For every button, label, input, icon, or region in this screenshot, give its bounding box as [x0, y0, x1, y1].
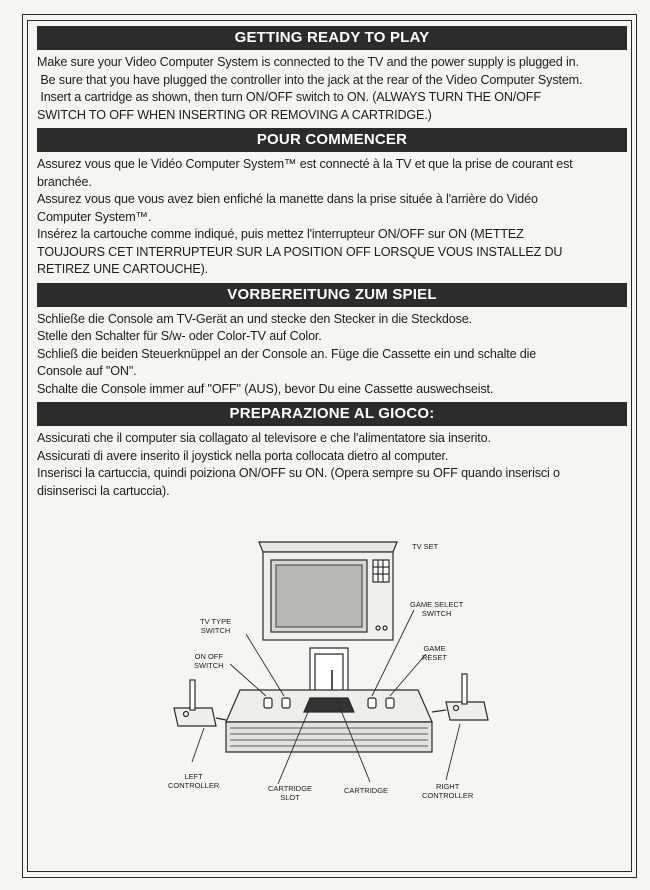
callout-lines: [191, 609, 461, 785]
label-tv-set: TV SET: [412, 542, 439, 551]
text-line: disinserisci la cartuccia).: [37, 483, 170, 498]
tv-set-drawing: [258, 541, 398, 641]
instructions-content: GETTING READY TO PLAY Make sure your Vid…: [37, 26, 627, 504]
text-line: Insérez la cartouche comme indiqué, puis…: [37, 227, 524, 241]
text-line: Schließ die beiden Steuerknüppel an der …: [37, 346, 537, 361]
text-line: Schließe die Console am TV-Gerät an und …: [37, 311, 472, 326]
text-line: Inserisci la cartuccia, quindi poiziona …: [37, 466, 560, 480]
text-line: Insert a cartridge as shown, then turn O…: [37, 90, 541, 104]
section-italian: PREPARAZIONE AL GIOCO: Assicurati che il…: [37, 402, 627, 500]
text-line: RETIREZ UNE CARTOUCHE).: [37, 262, 209, 276]
text-line: branchée.: [37, 174, 92, 189]
section-body-german: Schließe die Console am TV-Gerät an und …: [37, 311, 627, 399]
console-drawing: [225, 689, 433, 753]
text-line: Computer System™.: [37, 209, 152, 224]
console-setup-diagram: TV SET TV TYPE SWITCH ON OFF SWITCH GAME…: [160, 530, 500, 810]
label-on-off-switch: ON OFF SWITCH: [194, 652, 224, 670]
section-title-italian: PREPARAZIONE AL GIOCO:: [37, 402, 627, 426]
section-body-italian: Assicurati che il computer sia collagato…: [37, 430, 627, 500]
section-title-german: VORBEREITUNG ZUM SPIEL: [37, 282, 627, 307]
section-title-english: GETTING READY TO PLAY: [37, 26, 627, 50]
text-line: TOUJOURS CET INTERRUPTEUR SUR LA POSITIO…: [37, 244, 563, 259]
text-line: Stelle den Schalter für S/w- oder Color-…: [37, 329, 322, 343]
right-controller-drawing: [431, 673, 489, 721]
label-cartridge: CARTRIDGE: [344, 786, 389, 795]
section-body-french: Assurez vous que le Vidéo Computer Syste…: [37, 156, 627, 279]
label-cartridge-slot: CARTRIDGE SLOT: [268, 784, 313, 802]
section-body-english: Make sure your Video Computer System is …: [37, 54, 627, 124]
outer-border: [22, 14, 637, 878]
label-game-select-switch: GAME SELECT SWITCH: [410, 600, 464, 618]
label-game-reset: GAME RESET: [422, 644, 448, 662]
inner-border: [27, 20, 632, 872]
text-line: Console auf "ON".: [37, 364, 137, 378]
text-line: Make sure your Video Computer System is …: [37, 55, 579, 69]
label-left-controller: LEFT CONTROLLER: [168, 772, 220, 790]
text-line: Assicurati che il computer sia collagato…: [37, 431, 491, 445]
label-right-controller: RIGHT CONTROLLER: [422, 782, 474, 800]
text-line: Schalte die Console immer auf "OFF" (AUS…: [37, 381, 494, 396]
text-line: Be sure that you have plugged the contro…: [37, 72, 583, 87]
console-illustration: [173, 541, 489, 785]
left-controller-drawing: [173, 679, 227, 727]
label-tv-type-switch: TV TYPE SWITCH: [200, 617, 232, 635]
section-title-french: POUR COMMENCER: [37, 128, 627, 152]
text-line: Assurez vous que vous avez bien enfiché …: [37, 192, 538, 206]
section-english: GETTING READY TO PLAY Make sure your Vid…: [37, 26, 627, 124]
section-german: VORBEREITUNG ZUM SPIEL Schließe die Cons…: [37, 282, 627, 399]
text-line: Assicurati di avere inserito il joystick…: [37, 448, 449, 463]
section-french: POUR COMMENCER Assurez vous que le Vidéo…: [37, 128, 627, 279]
text-line: SWITCH TO OFF WHEN INSERTING OR REMOVING…: [37, 107, 432, 122]
text-line: Assurez vous que le Vidéo Computer Syste…: [37, 157, 573, 171]
